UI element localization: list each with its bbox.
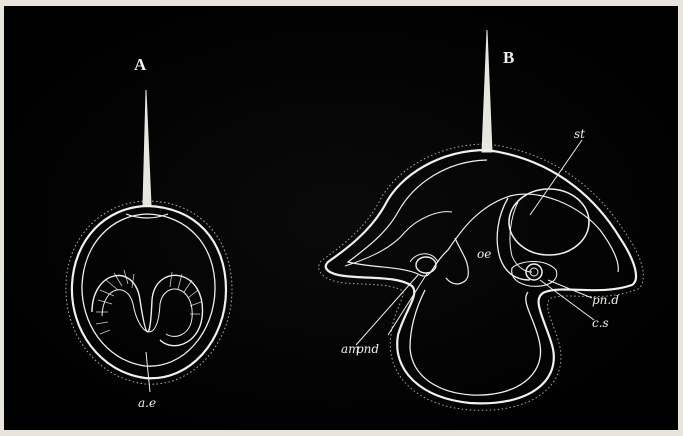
figure-letter-a: A: [134, 55, 147, 74]
label-pnd-right: pn.d: [592, 293, 619, 307]
label-cs: c.s: [592, 316, 609, 330]
label-st: st: [574, 127, 585, 141]
label-ae: a.e: [138, 396, 156, 410]
plate-background: [4, 6, 678, 430]
label-pnd-left: pnd: [356, 342, 379, 356]
label-oe: oe: [477, 247, 491, 261]
figure-letter-b: B: [503, 48, 514, 67]
